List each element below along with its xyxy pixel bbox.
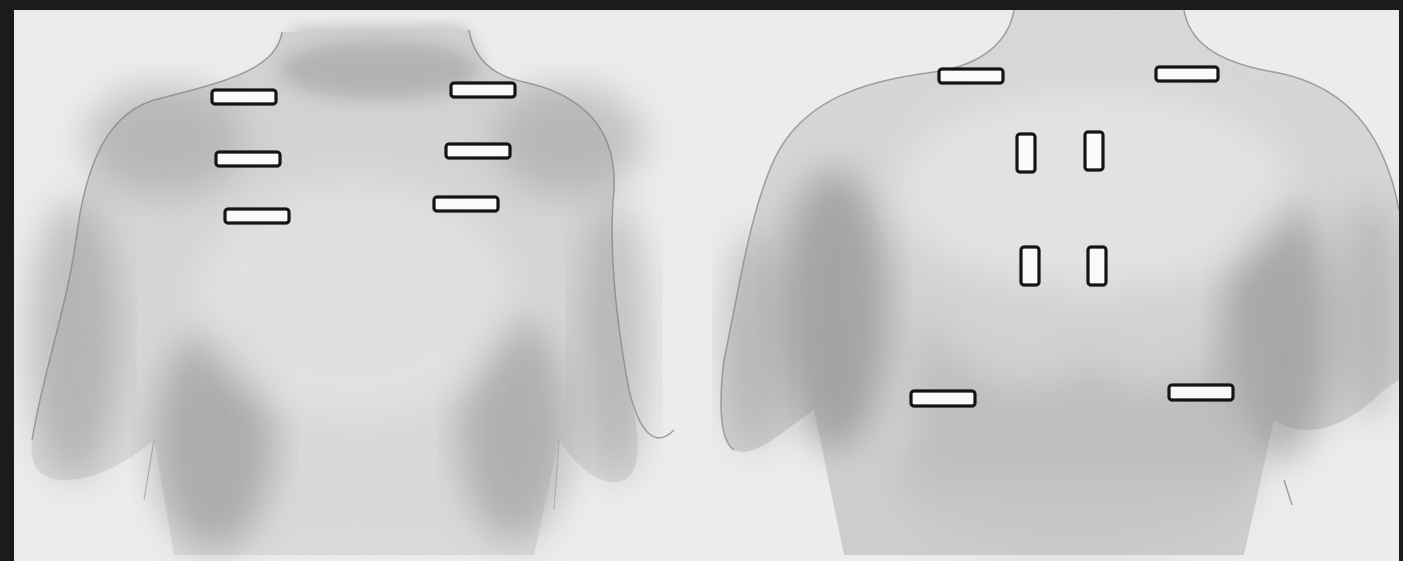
illustration <box>14 10 1399 561</box>
electrode-marker <box>939 69 1003 83</box>
image-canvas <box>14 10 1399 561</box>
electrode-marker <box>434 197 498 211</box>
electrode-marker <box>1017 134 1035 172</box>
electrode-marker <box>1085 132 1103 170</box>
electrode-marker <box>1156 67 1218 81</box>
electrode-marker <box>1021 247 1039 285</box>
electrode-marker <box>451 83 515 97</box>
electrode-marker <box>212 90 276 104</box>
electrode-marker <box>446 144 510 158</box>
electrode-marker <box>1088 247 1106 285</box>
electrode-marker <box>911 391 975 406</box>
electrode-marker <box>216 152 280 166</box>
electrode-marker <box>1169 385 1233 400</box>
electrode-marker <box>225 209 289 223</box>
